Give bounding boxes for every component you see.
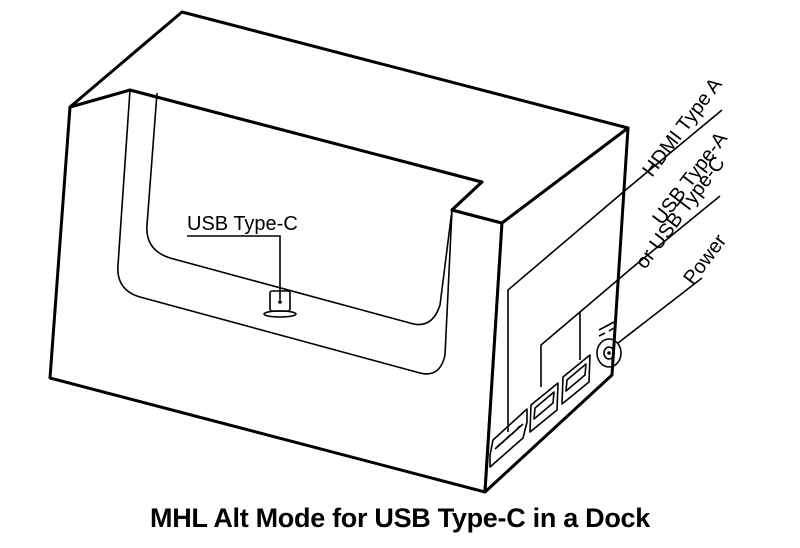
hdmi-port	[489, 408, 528, 468]
usb-a-port-2	[561, 354, 591, 405]
diagram-caption: MHL Alt Mode for USB Type-C in a Dock	[150, 503, 650, 533]
usb-a-port-1	[529, 382, 559, 433]
usb-c-leader	[187, 235, 281, 300]
cradle-recess	[146, 92, 453, 326]
dock-top-face	[68, 10, 630, 225]
usb-a-leader	[540, 195, 721, 387]
usb-c-label: USB Type-C	[187, 213, 298, 235]
power-label: Power	[679, 230, 731, 289]
power-jack	[596, 321, 622, 368]
power-leader	[617, 277, 703, 344]
hdmi-leader	[507, 109, 723, 432]
cradle-edge-line	[117, 89, 453, 375]
